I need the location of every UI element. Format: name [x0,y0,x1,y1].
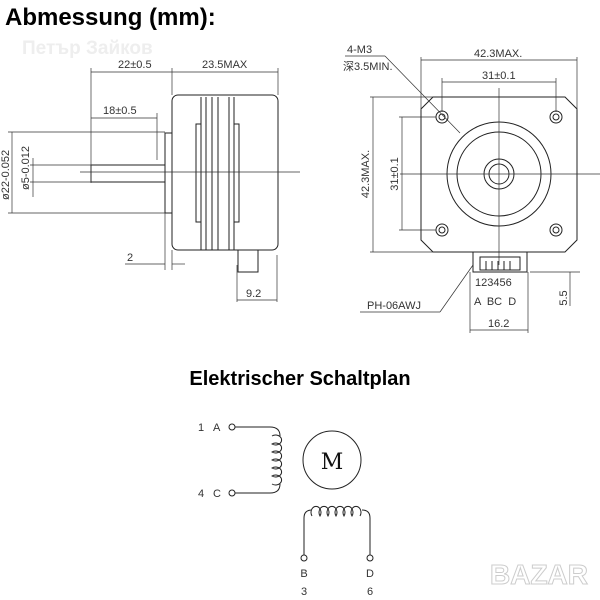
dim-body-length: 23.5MAX [202,59,248,71]
motor-face [420,96,578,253]
dim-connector-offset: 9.2 [246,288,261,300]
brand-watermark: BAZAR [490,559,588,590]
dim-flat-length: 18±0.5 [103,105,137,117]
body-ribs [195,97,240,250]
front-connector [472,251,528,273]
side-connector [237,249,259,273]
coil-ac [235,426,283,494]
pin-letters: A BC D [474,296,516,308]
author-watermark: Петър Зайков [22,38,153,59]
terminal-label-b: B [300,568,307,580]
terminal-a [228,423,236,431]
flange [164,132,173,214]
shaft [90,164,166,183]
motor-label: M [321,450,344,475]
side-view: 22±0.5 23.5MAX 18±0.5 ø22-0.052 ø5-0.012… [0,59,300,302]
motor-body [171,94,279,251]
terminal-label-a: A [213,422,221,434]
dim-shaft-length: 22±0.5 [118,59,152,71]
terminal-pin-3: 3 [301,586,307,598]
terminal-pin-4: 4 [198,488,204,500]
dim-hole-spacing-h: 31±0.1 [482,70,516,82]
terminal-pin-1: 1 [198,422,204,434]
terminal-pin-6: 6 [367,586,373,598]
pin-numbers: 123456 [475,277,512,289]
dim-height: 42.3MAX. [360,150,372,198]
hole-spec: 4-M3 [347,44,372,56]
coil-bd [303,505,371,555]
dim-hole-spacing-v: 31±0.1 [389,157,401,191]
dim-connector-height: 5.5 [558,290,570,305]
schematic: 1 A 4 C M B 3 D 6 [198,422,374,598]
dim-shaft-diameter: ø5-0.012 [20,146,32,190]
connector-model: PH-06AWJ [367,300,421,312]
dim-connector-width: 16.2 [488,318,509,330]
dim-flange-thickness: 2 [127,252,133,264]
front-view: 4-M3 深3.5MIN. 42.3MAX. 31±0.1 42.3MAX. 3… [343,44,600,333]
terminal-label-c: C [213,488,221,500]
terminal-c [228,489,236,497]
terminal-b [300,554,308,562]
dim-width: 42.3MAX. [474,48,522,60]
page-title: Abmessung (mm): [5,4,216,31]
hole-depth: 深3.5MIN. [343,60,393,73]
motor-symbol [302,430,362,490]
terminal-label-d: D [366,568,374,580]
terminal-d [366,554,374,562]
schematic-title: Elektrischer Schaltplan [189,368,410,390]
dim-flange-diameter: ø22-0.052 [0,150,12,200]
